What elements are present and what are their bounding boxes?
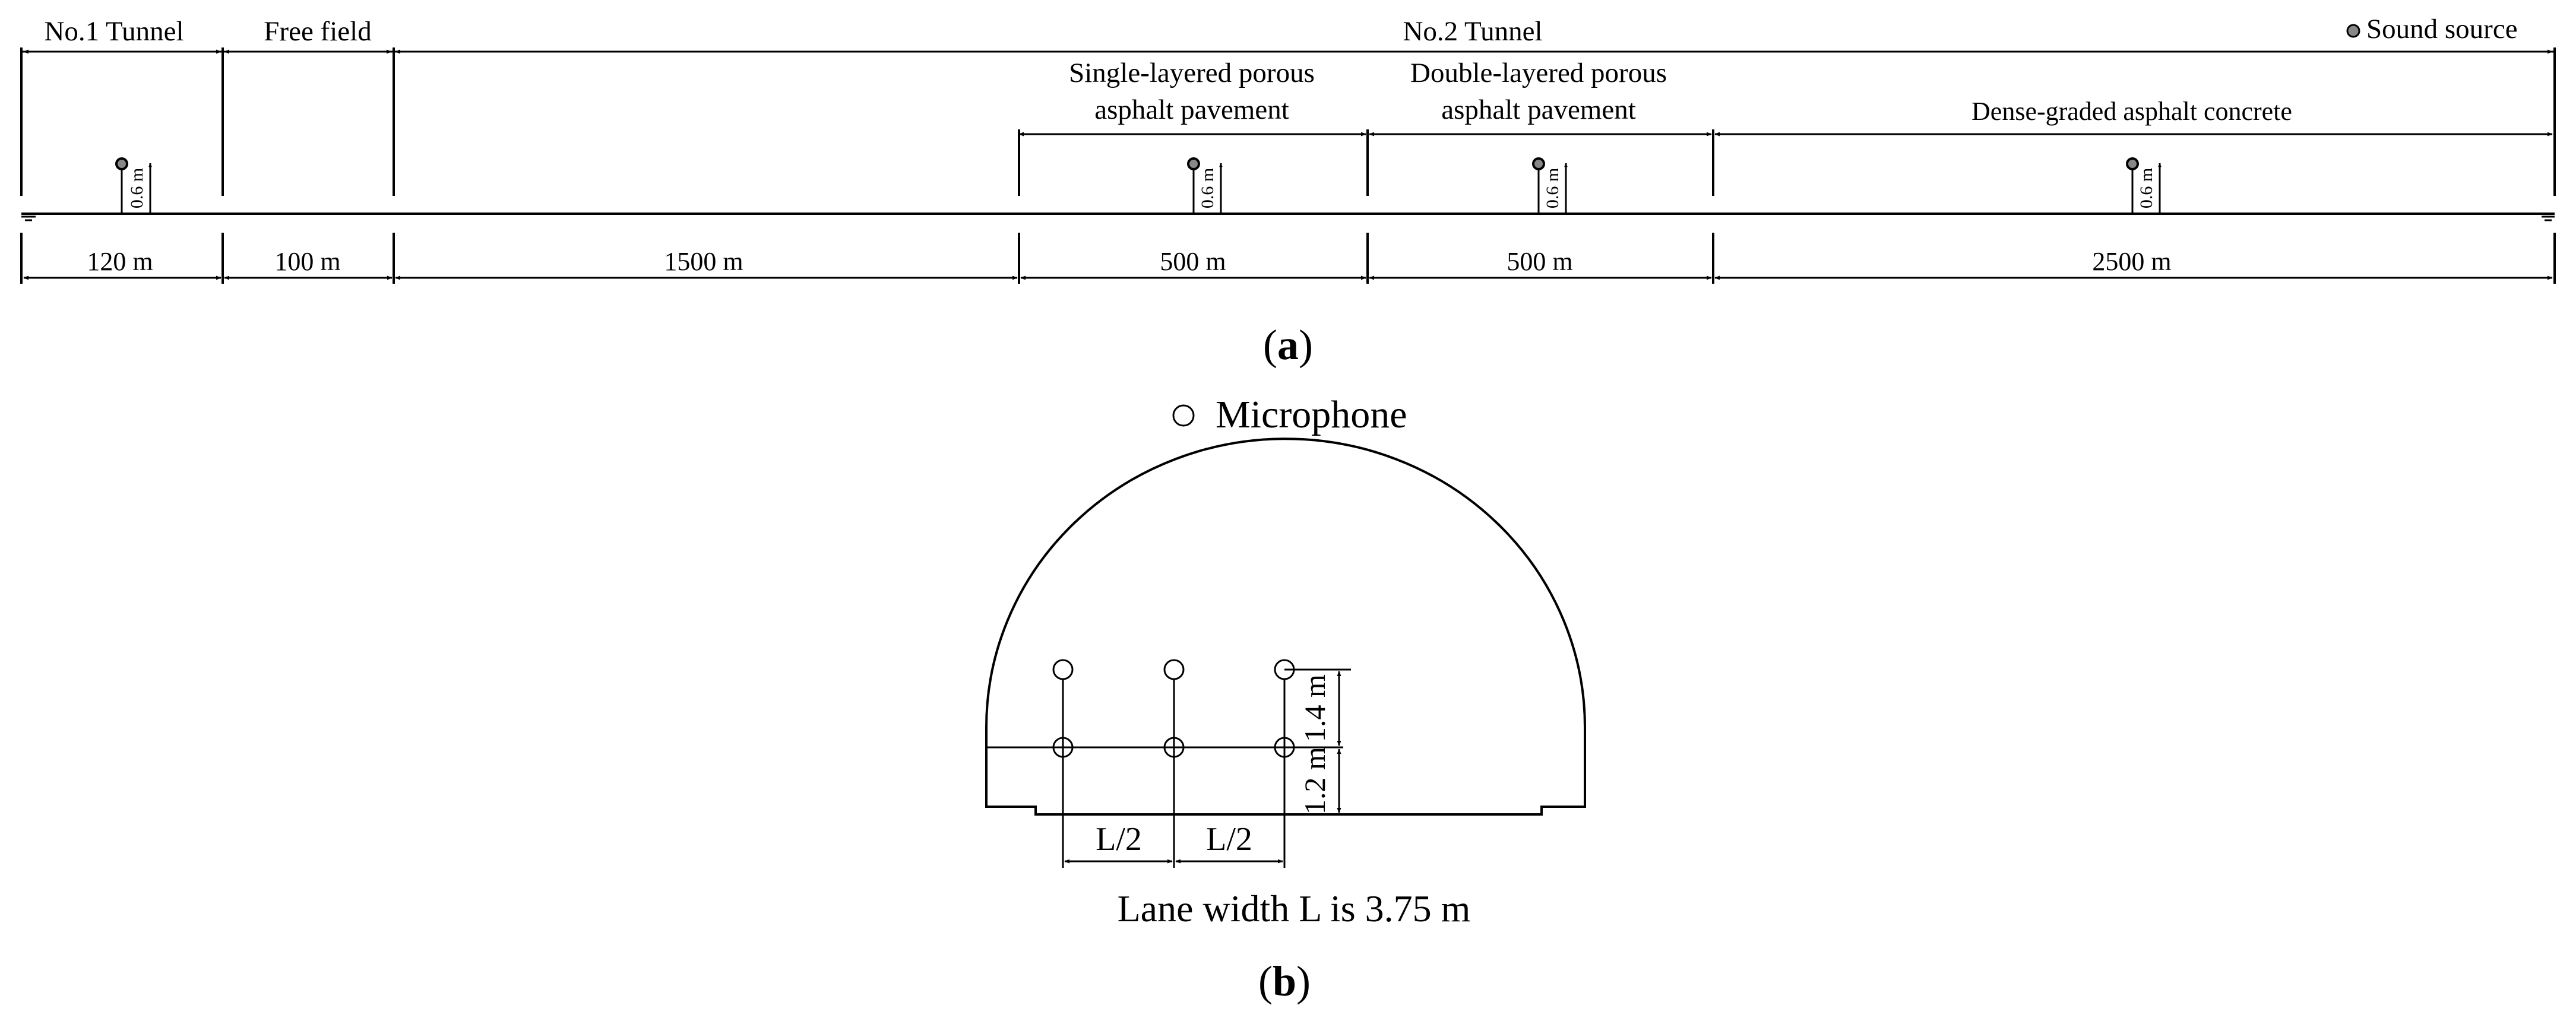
source-height-label: 0.6 m	[2137, 168, 2156, 208]
source-height-label: 0.6 m	[127, 168, 147, 208]
panel-a-caption: (a)	[1263, 321, 1313, 369]
spacing-label: L/2	[1206, 821, 1252, 858]
pavement-label-dense: Dense-graded asphalt concrete	[1971, 97, 2292, 126]
microphone-column	[1163, 659, 1185, 814]
sound-source-legend-label: Sound source	[2366, 14, 2518, 45]
microphone-icon	[1052, 737, 1074, 758]
source-marker-single-porous: 0.6 m	[1187, 157, 1223, 213]
pavement-label-double-line2: asphalt pavement	[1441, 94, 1636, 125]
microphone-legend: Microphone	[1172, 393, 1407, 436]
panel-a: No.1 Tunnel Free field No.2 Tunnel Sound…	[20, 14, 2556, 369]
height-label-upper: 1.4 m	[1298, 674, 1331, 742]
length-label: 120 m	[87, 247, 153, 276]
length-label: 500 m	[1507, 247, 1572, 276]
section-label-no2-tunnel: No.2 Tunnel	[1403, 16, 1542, 47]
spacing-label: L/2	[1096, 821, 1142, 858]
microphone-icon	[1052, 659, 1074, 680]
length-label: 2500 m	[2092, 247, 2171, 276]
ground-symbol-right	[2542, 215, 2555, 221]
panel-b-caption: (b)	[1258, 957, 1311, 1005]
microphone-icon	[1163, 659, 1185, 680]
microphone-legend-label: Microphone	[1216, 393, 1407, 436]
sound-source-icon	[115, 157, 128, 170]
source-marker-no1-tunnel: 0.6 m	[115, 157, 152, 213]
height-dimension: 1.4 m 1.2 m	[1284, 668, 1351, 814]
microphone-icon	[1163, 737, 1185, 758]
pavement-label-single-line1: Single-layered porous	[1069, 58, 1315, 88]
sound-source-icon	[1532, 157, 1545, 170]
length-label: 500 m	[1160, 247, 1226, 276]
sound-source-icon	[1187, 157, 1200, 170]
length-label: 100 m	[274, 247, 340, 276]
panel-b: Microphone 1.4 m 1.2 m	[985, 393, 1586, 1005]
spacing-dimension: L/2 L/2	[1062, 814, 1286, 868]
source-marker-double-porous: 0.6 m	[1532, 157, 1568, 213]
microphone-column	[1274, 659, 1295, 814]
length-dimension-line	[20, 233, 2556, 284]
source-marker-dense-graded: 0.6 m	[2126, 157, 2162, 213]
length-label: 1500 m	[664, 247, 743, 276]
sound-source-legend: Sound source	[2346, 14, 2518, 45]
height-label-lower: 1.2 m	[1298, 747, 1331, 814]
sound-source-icon	[2126, 157, 2139, 170]
pavement-label-double-line1: Double-layered porous	[1410, 58, 1667, 88]
section-label-free-field: Free field	[264, 16, 371, 47]
sound-source-icon	[2346, 24, 2360, 38]
section-label-no1-tunnel: No.1 Tunnel	[44, 16, 183, 47]
source-height-label: 0.6 m	[1543, 168, 1562, 208]
source-height-label: 0.6 m	[1198, 168, 1217, 208]
section-dimension-line	[20, 47, 2556, 196]
microphone-icon	[1172, 404, 1195, 427]
ground-symbol-left	[21, 215, 36, 221]
microphone-column	[1052, 659, 1074, 814]
tunnel-cross-section	[985, 437, 1586, 816]
pavement-dimension-line	[1018, 129, 2553, 196]
microphone-icon	[1274, 737, 1295, 758]
lane-width-note: Lane width L is 3.75 m	[1118, 887, 1471, 930]
pavement-label-single-line2: asphalt pavement	[1094, 94, 1289, 125]
